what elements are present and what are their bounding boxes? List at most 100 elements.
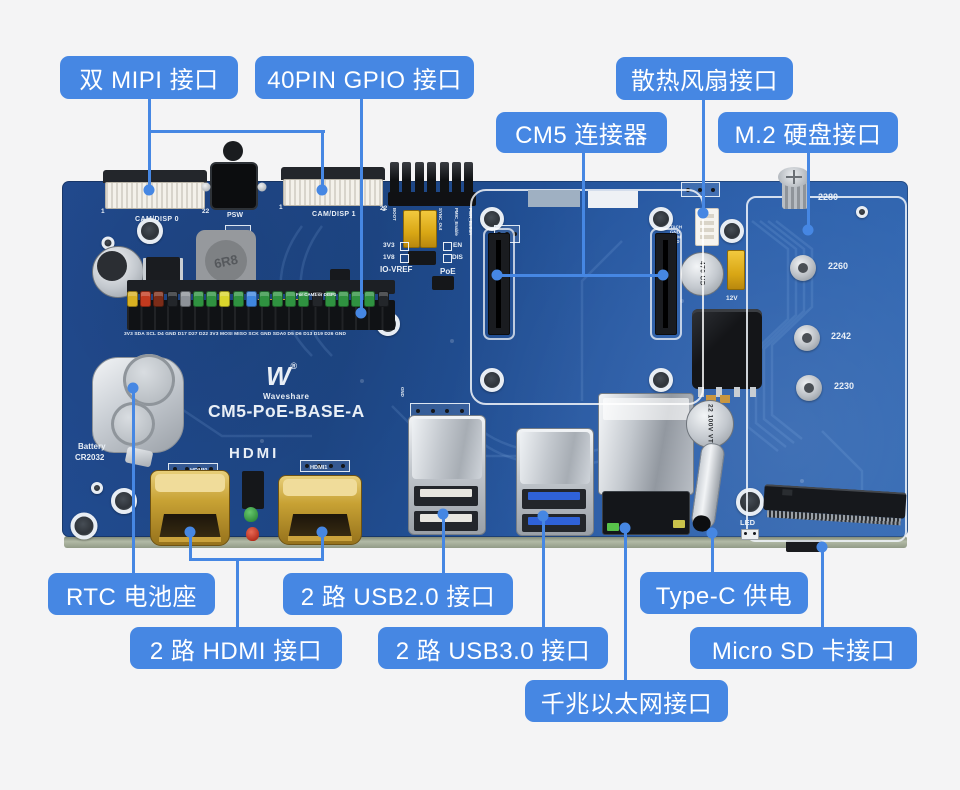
- pin-outline: [400, 242, 409, 251]
- callout-line-gpio: [359, 99, 363, 314]
- cm5-connector-left: [483, 228, 515, 340]
- gpio-cap-row: [127, 291, 389, 307]
- callout-line-typec: [710, 534, 714, 572]
- capacitor-100v-marking: 22 100V VT: [706, 404, 714, 444]
- callout-dot-typec: [706, 527, 718, 539]
- smd-component: [432, 276, 454, 290]
- gnd-label: GND: [400, 387, 405, 397]
- callout-dot-hdmi0: [184, 526, 196, 538]
- header-pin-label: SYNC_Out: [438, 208, 443, 231]
- pin-outline: [443, 254, 452, 263]
- callout-line-usb3: [541, 517, 545, 627]
- camdisp0-ffc-connector: [103, 170, 207, 210]
- callout-dot-microsd: [816, 541, 828, 553]
- jumper-header: [408, 251, 436, 265]
- callout-line-cm5: [497, 273, 664, 277]
- pcb-board: 1 22 CAM/DISP 0 PSW 1 22 CAM/DISP 1 1 BO…: [62, 141, 908, 546]
- m2-region-outline: [746, 196, 907, 542]
- callout-dot-mipi-cam1: [316, 184, 328, 196]
- callout-dot-usb3: [537, 510, 549, 522]
- m2-standoff: [794, 325, 820, 351]
- ethernet-led-yellow: [673, 520, 685, 528]
- led-bracket: [242, 471, 264, 509]
- m2-standoff: [796, 375, 822, 401]
- m2-size-2242: 2242: [831, 331, 852, 341]
- callout-line-hdmi: [188, 558, 324, 561]
- microsd-slot: [786, 540, 822, 552]
- screw: [257, 182, 267, 192]
- callout-line-microsd: [820, 548, 824, 627]
- callout-label-ethernet: 千兆以太网接口: [525, 680, 728, 722]
- red-led: [246, 527, 259, 541]
- config-header-pins: [390, 162, 474, 194]
- 1v8-label: 1V8: [383, 254, 395, 261]
- callout-line-mipi: [320, 131, 324, 191]
- camdisp1-label: CAM/DISP 1: [312, 211, 356, 218]
- callout-label-typec: Type-C 供电: [640, 572, 808, 614]
- soic8-chip: [146, 257, 180, 283]
- config-header-base: [388, 192, 476, 206]
- callout-label-microsd: Micro SD 卡接口: [690, 627, 917, 669]
- en-label: EN: [453, 242, 463, 249]
- brand-name: Waveshare: [263, 392, 310, 401]
- mount-hole: [70, 512, 98, 540]
- callout-label-gpio40: 40PIN GPIO 接口: [255, 56, 474, 99]
- dis-label: DIS: [452, 254, 463, 261]
- callout-dot-rtc: [127, 382, 139, 394]
- 12v-jumper: [727, 250, 745, 290]
- gpio-note: For CAM1 or DISP1: [296, 292, 337, 297]
- ethernet-jack: [598, 393, 694, 495]
- pin-outline: [443, 242, 452, 251]
- callout-dot-cm5-right: [657, 269, 669, 281]
- callout-line-fan: [701, 100, 705, 214]
- psw-button: [210, 162, 258, 210]
- callout-label-fan: 散热风扇接口: [616, 57, 793, 100]
- callout-dot-ethernet: [619, 522, 631, 534]
- mount-hole: [649, 207, 673, 231]
- callout-dot-hdmi1: [316, 526, 328, 538]
- hdmi1-label: HDMI1: [310, 464, 328, 471]
- ethernet-led-green: [607, 523, 619, 531]
- m2-screw-head: [778, 167, 810, 187]
- rtc-battery-holder: [92, 354, 184, 453]
- callout-label-m2: M.2 硬盘接口: [718, 112, 898, 153]
- callout-line-cm5: [581, 153, 585, 276]
- gpio-header-backrow: [127, 280, 395, 294]
- brand-reg-mark: ®: [290, 361, 298, 371]
- header-pin-label: PMIC_Enable: [454, 208, 459, 236]
- jumper-cap: [420, 210, 437, 248]
- mount-hole: [720, 219, 744, 243]
- camdisp0-label: CAM/DISP 0: [135, 216, 179, 223]
- brand-logo: W®: [266, 361, 297, 392]
- callout-line-hdmi: [320, 532, 324, 561]
- callout-label-hdmi: 2 路 HDMI 接口: [130, 627, 342, 669]
- callout-dot-cm5-left: [491, 269, 503, 281]
- cm5-region-outline: [470, 189, 704, 405]
- callout-dot-fan: [697, 207, 709, 219]
- cm5-connector-right: [650, 228, 682, 340]
- callout-label-usb3: 2 路 USB3.0 接口: [378, 627, 608, 669]
- screw: [201, 182, 211, 192]
- 3v3-label: 3V3: [383, 242, 395, 249]
- label-pad: [528, 190, 580, 207]
- callout-line-mipi: [147, 131, 151, 191]
- camdisp1-pin22-label: 22: [380, 205, 388, 212]
- board-name: CM5-PoE-BASE-A: [208, 401, 365, 421]
- led-label: LED: [740, 518, 755, 527]
- header-pin-label: BOOT: [392, 208, 397, 221]
- callout-label-cm5: CM5 连接器: [496, 112, 667, 153]
- pcb-side-edge: [64, 536, 907, 548]
- ethernet-port: [602, 491, 690, 535]
- callout-line-ethernet: [623, 528, 627, 680]
- callout-line-usb2: [441, 515, 445, 573]
- smd-component: [706, 395, 716, 403]
- battery-model-label: CR2032: [75, 453, 105, 462]
- callout-line-hdmi: [235, 559, 239, 627]
- mount-hole: [137, 218, 163, 244]
- usb3-ports: [516, 428, 594, 536]
- smd-footprint: [410, 403, 470, 418]
- m2-size-2280: 2280: [818, 192, 839, 202]
- brand-logo-mark: W: [266, 361, 291, 391]
- led-component: [741, 529, 759, 540]
